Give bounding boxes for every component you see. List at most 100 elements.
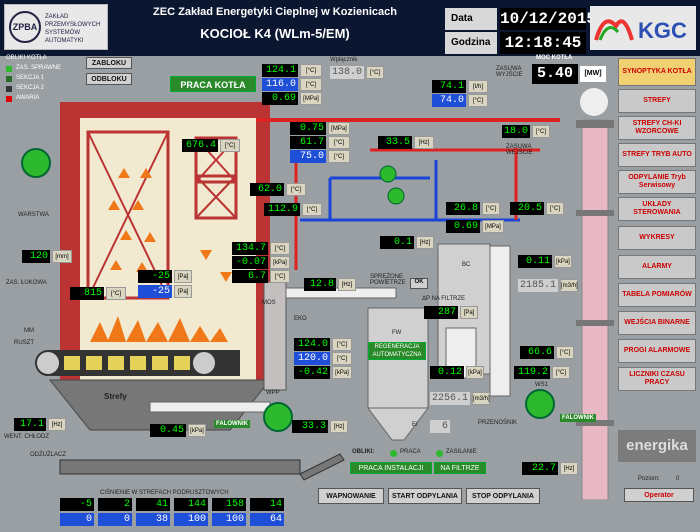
ei-value: 6 [430,420,450,433]
stop-odpylania-button[interactable]: STOP ODPYLANIA [466,488,540,504]
unit-label: [°C] [270,270,290,283]
legend-swatch-alarm [6,96,12,102]
readout: 33.3 [292,420,328,433]
zone-6-setpoint: 64 [250,513,284,526]
start-odpylania-button[interactable]: START ODPYLANIA [388,488,462,504]
unit-label: [Hz] [416,236,434,249]
regeneracja-button[interactable]: REGENERACJA AUTOMATYCZNA [368,342,426,360]
obliki-label: OBLIKI: [352,449,375,455]
unit-label: [°C] [220,139,240,152]
readout: 0.75 [290,122,326,135]
ok-indicator: OK [410,278,428,289]
readout: 287 [424,306,458,319]
legend-swatch-s2 [6,86,12,92]
menu-uklady[interactable]: UKŁADY STEROWANIA [618,197,696,221]
legend-item-4: AWARIA [16,95,40,101]
sprezone-label: SPRĘŻONE POWIETRZE [370,274,406,286]
odbloku-button[interactable]: ODBLOKU [86,73,132,85]
menu-strefy[interactable]: STREFY [618,89,696,113]
unit-label: [°C] [106,287,126,300]
unit-label: [°C] [302,203,322,216]
power-unit: [MW] [580,66,606,82]
readout: 815 [70,287,104,300]
legend-swatch-ok [6,66,12,72]
cisnienie-label: CIŚNIENIE W STREFACH PODRUSZTOWYCH [100,490,229,496]
zone-4-pressure: 144 [174,498,208,511]
readout: 0.69 [446,220,480,233]
ei-label: EI [412,422,418,428]
readout: -25 [138,270,172,283]
zone-2-setpoint: 0 [98,513,132,526]
unit-label: [kPa] [270,256,290,269]
readout: 112.9 [264,203,300,216]
readout: 0.12 [430,366,464,379]
time-label: Godzina [445,32,497,54]
unit-label: [°C] [300,64,322,77]
menu-liczniki[interactable]: LICZNIKI CZASU PRACY [618,367,696,391]
praca-led [390,450,397,457]
legend-swatch-s1 [6,76,12,82]
zone-pressure-grid: -5 2 41 144 158 14 0 0 38 100 100 64 [60,498,290,528]
readout: 62.0 [250,183,284,196]
readout: 134.7 [232,242,268,255]
eko-label: EKO [294,316,307,322]
unit-label: [°C] [366,66,384,79]
menu-strefy-wzorcowe[interactable]: STREFY CH-KI WZORCOWE [618,116,696,140]
level-label: Poziom: [638,476,660,482]
wapnowanie-button[interactable]: WAPNOWANIE [318,488,384,504]
zone-4-setpoint: 100 [174,513,208,526]
time-value: 12:18:45 [500,32,586,54]
fw-label: FW [392,330,402,336]
readout: 74.1 [432,80,466,93]
page-subtitle: KOCIOŁ K4 (WLm-5/EM) [200,26,350,41]
flames [90,316,228,342]
unit-label: [°C] [328,150,350,163]
menu-tabela[interactable]: TABELA POMIARÓW [618,283,696,307]
operator-button[interactable]: Operator [624,488,694,502]
unit-label: [°C] [328,136,350,149]
readout: 6.7 [232,270,268,283]
menu-alarmy[interactable]: ALARMY [618,255,696,279]
zone-3-pressure: 41 [136,498,170,511]
legend-title: OBLIKI KOTŁA [6,55,47,61]
unit-label: [Hz] [48,418,66,431]
menu-wejscia[interactable]: WEJŚCIA BINARNE [618,311,696,335]
zone-1-setpoint: 0 [60,513,94,526]
readout: 20.5 [510,202,544,215]
zabloku-button[interactable]: ZABLOKU [86,57,132,69]
readout: 138.0 [330,66,364,79]
praca-kotla-button[interactable]: PRACA KOTŁA [170,76,256,92]
falownik-label: FALOWNIK [214,420,250,428]
unit-label: [m3/h] [560,279,578,292]
unit-label: [Pa] [174,285,192,298]
zone-1-pressure: -5 [60,498,94,511]
menu-odpylanie[interactable]: ODPYLANIE Tryb Serwisowy [618,170,696,194]
readout: 2185.1 [518,279,558,292]
readout: 0.1 [380,236,414,249]
readout: 26.8 [446,202,480,215]
odzuzlacz-label: ODŻUŻLACZ [30,452,66,458]
zasuwa-wejscie-label: ZASUWA WEJŚCIE [506,144,533,156]
logo-abbr: ZPBA [9,11,41,43]
unit-label: [°C] [286,183,306,196]
zpba-logo: ZPBA ZAKŁAD PRZEMYSŁOWYCH SYSTEMÓW AUTOM… [4,4,108,50]
menu-wykresy[interactable]: WYKRESY [618,226,696,250]
menu-progi[interactable]: PROGI ALARMOWE [618,339,696,363]
warstwa-label: WARSTWA [18,212,49,218]
power-value: 5.40 [532,64,578,84]
kgc-logo: KGC [590,6,696,50]
menu-synoptyka[interactable]: SYNOPTYKA KOTŁA [618,58,696,86]
unit-label: [kPa] [332,366,352,379]
page-title: ZEC Zakład Energetyki Cieplnej w Kozieni… [153,6,397,18]
zasilanie-label: ZASILANIE [446,449,477,455]
unit-label: [°C] [332,352,352,365]
readout: 66.6 [520,346,554,359]
readout: 22.7 [522,462,558,475]
readout: 676.4 [182,139,218,152]
readout: 17.1 [14,418,46,431]
menu-strefy-auto[interactable]: STREFY TRYB AUTO [618,143,696,167]
unit-label: [°C] [300,78,322,91]
wpp-label: WPP [266,390,280,396]
unit-label: [mm] [52,250,72,263]
bc-label: BC [462,262,471,268]
